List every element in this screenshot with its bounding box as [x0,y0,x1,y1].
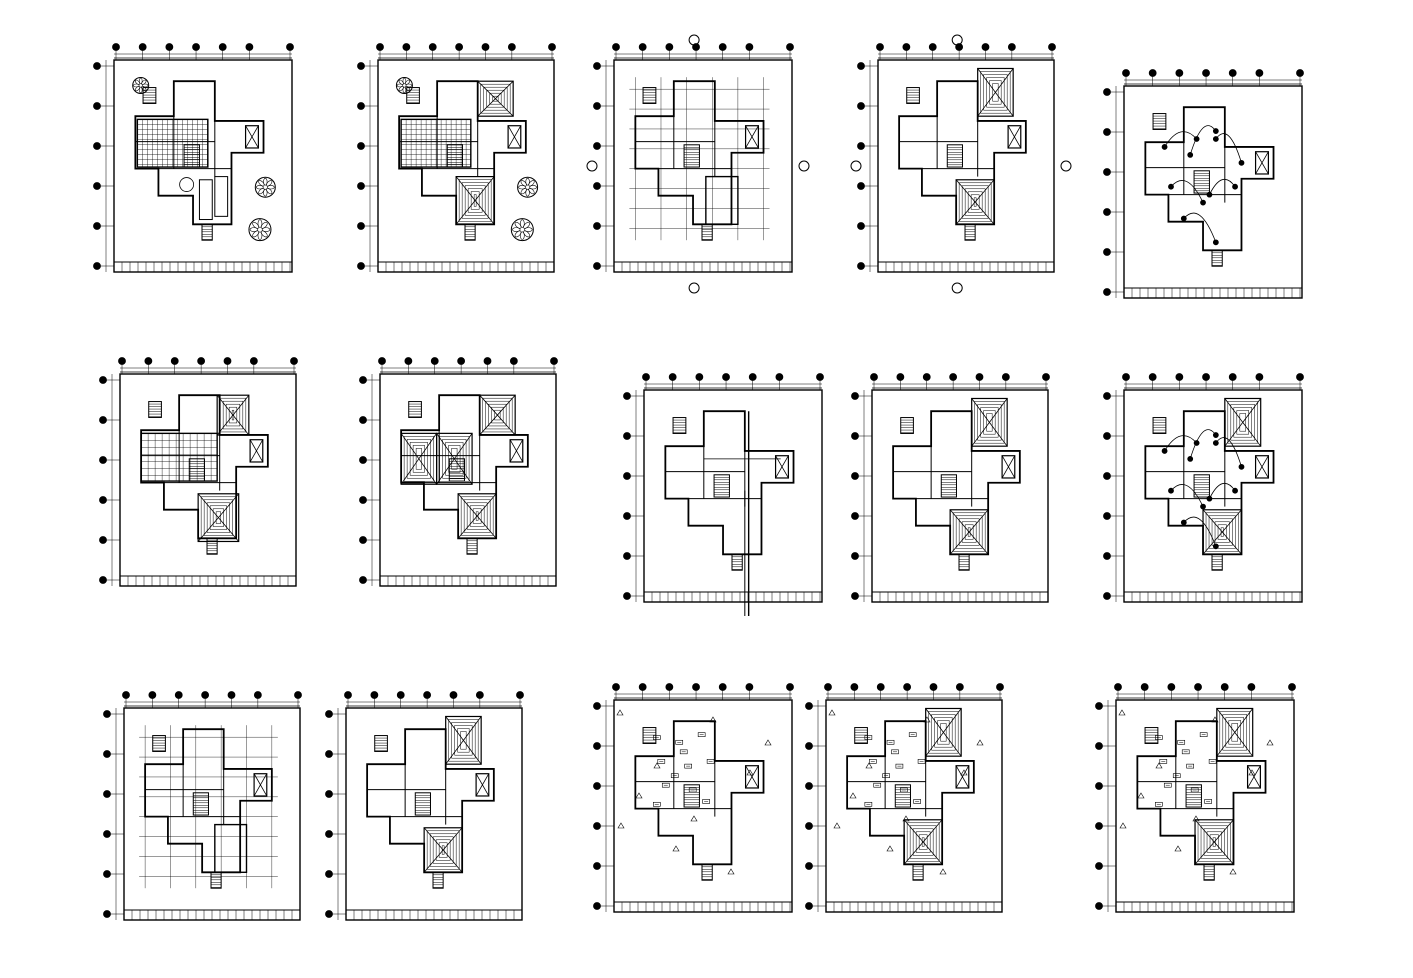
floor-plan-sheet [1103,373,1304,603]
floor-plan-sheet [805,683,1004,913]
floor-plan-sheet [1095,683,1296,913]
floor-plan-sheet [359,357,558,587]
floor-plan-sheet [357,43,556,273]
floor-plan-sheet [593,683,794,913]
floor-plan-sheet [1103,69,1304,299]
floor-plan-sheet [325,691,524,921]
floor-plan-sheet [586,34,810,294]
floor-plan-sheet [850,34,1072,294]
floor-plan-sheet [99,357,298,587]
floor-plan-sheet [93,43,294,273]
floor-plan-sheet [851,373,1050,603]
floor-plan-sheet [103,691,302,921]
floor-plan-sheet [623,373,824,616]
